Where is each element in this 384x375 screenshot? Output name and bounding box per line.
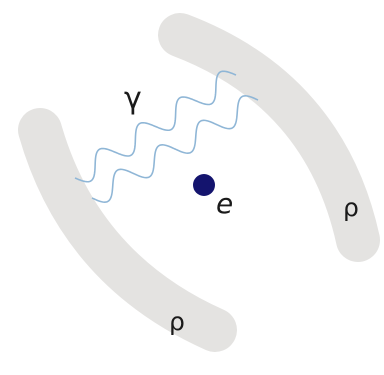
photon-label: γ xyxy=(124,81,142,116)
photon-wave-upper xyxy=(74,70,237,183)
rho-label-right: ρ xyxy=(343,193,359,222)
band-right xyxy=(158,13,380,262)
rho-label-left: ρ xyxy=(169,307,185,336)
electron-label: e xyxy=(216,187,233,220)
photon-wave-lower xyxy=(91,95,259,203)
electron-dot xyxy=(193,174,215,196)
band-left xyxy=(18,108,237,352)
